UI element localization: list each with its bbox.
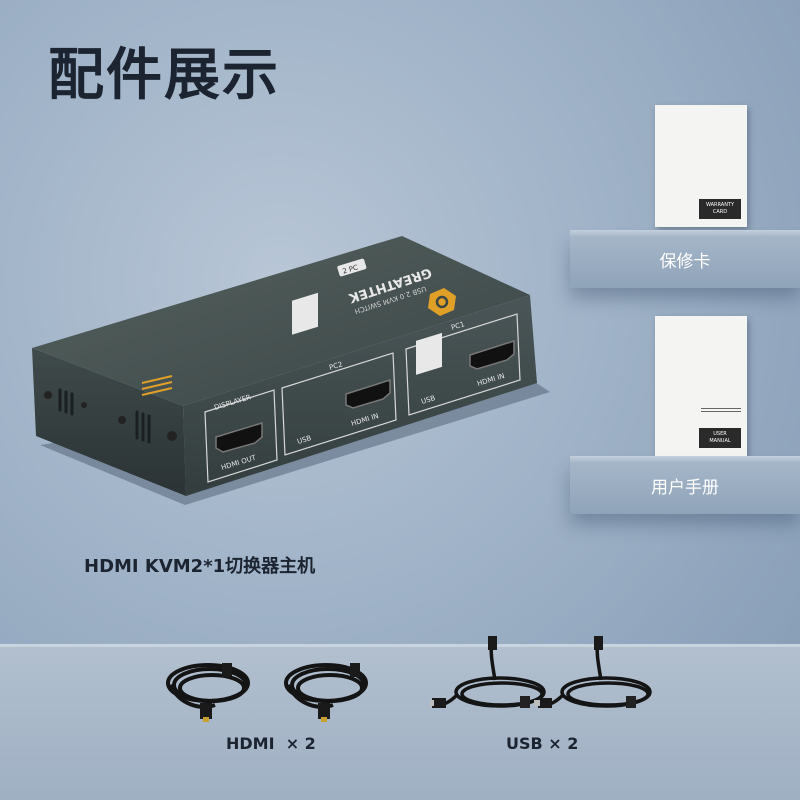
product-caption: HDMI KVM2*1切换器主机 bbox=[84, 556, 316, 577]
manual-card: USER MANUAL bbox=[655, 316, 747, 456]
manual-label: 用户手册 bbox=[651, 478, 719, 498]
pc2-usb-label: USB bbox=[296, 434, 312, 446]
hdmi-plug-4 bbox=[350, 663, 360, 677]
usb-cable-label: USB × 2 bbox=[506, 734, 579, 753]
hdmi-out-port bbox=[215, 421, 263, 453]
manual-card-text-2: MANUAL bbox=[709, 438, 731, 444]
accent-stripes bbox=[141, 375, 173, 396]
pc-badge-bg bbox=[337, 258, 367, 277]
usb-a-plug-2 bbox=[538, 698, 552, 708]
hdmi-plug-1 bbox=[200, 703, 212, 719]
hdmi-plug-tip-2 bbox=[321, 717, 327, 722]
pc2-usb-port bbox=[292, 292, 318, 335]
side-screw-2 bbox=[118, 416, 126, 424]
warranty-card-text-1: WARRANTY bbox=[705, 202, 735, 208]
usb-ferrite-2 bbox=[626, 696, 636, 708]
brand-logo-icon bbox=[428, 288, 456, 316]
manual-card-text-1: USER bbox=[713, 431, 727, 437]
usb-cables bbox=[430, 636, 652, 708]
hdmi-cables bbox=[166, 663, 368, 722]
device-top-face bbox=[32, 236, 530, 406]
usb-a-tip-1 bbox=[430, 700, 434, 706]
manual-card-lines bbox=[701, 406, 741, 414]
warranty-card-tag: WARRANTY CARD bbox=[699, 199, 741, 219]
pc1-usb-label: USB bbox=[420, 394, 436, 406]
hdmi-cable-1 bbox=[166, 663, 250, 709]
side-screw-1 bbox=[44, 391, 52, 399]
usb-a-plug-1 bbox=[432, 698, 446, 708]
device-side-face bbox=[32, 348, 186, 496]
usb-b-plug-2 bbox=[594, 636, 603, 650]
side-vents bbox=[58, 388, 151, 444]
pc2-hdmi-in-port bbox=[345, 378, 391, 409]
pc1-hdmi-in-port bbox=[469, 339, 515, 370]
side-hole bbox=[81, 402, 87, 408]
warranty-card-text-2: CARD bbox=[712, 209, 728, 215]
usb-b-plug-1 bbox=[488, 636, 497, 650]
manual-shelf: 用户手册 bbox=[570, 456, 800, 514]
pc2-label: PC2 bbox=[328, 360, 343, 372]
pc1-label: PC1 bbox=[450, 320, 465, 332]
warranty-shelf: 保修卡 bbox=[570, 230, 800, 288]
hdmi-plug-tip-1 bbox=[203, 717, 209, 722]
warranty-label: 保修卡 bbox=[659, 252, 711, 272]
hdmi-plug-3 bbox=[318, 703, 330, 719]
cable-band bbox=[0, 644, 800, 800]
side-screw-3 bbox=[167, 431, 177, 441]
usb-a-tip-2 bbox=[534, 700, 540, 706]
manual-card-tag: USER MANUAL bbox=[699, 428, 741, 448]
hdmi-cable-label: HDMI × 2 bbox=[226, 734, 316, 753]
warranty-card: WARRANTY CARD bbox=[655, 105, 747, 227]
usb-ferrite-1 bbox=[520, 696, 530, 708]
kvm-switch-device: GREATHTEK USB 2.0 KVM SWITCH 2 PC DISPLA… bbox=[32, 236, 550, 505]
hdmi-plug-2 bbox=[222, 663, 232, 677]
pc1-usb-port bbox=[416, 332, 442, 375]
page-title: 配件展示 bbox=[48, 43, 280, 108]
